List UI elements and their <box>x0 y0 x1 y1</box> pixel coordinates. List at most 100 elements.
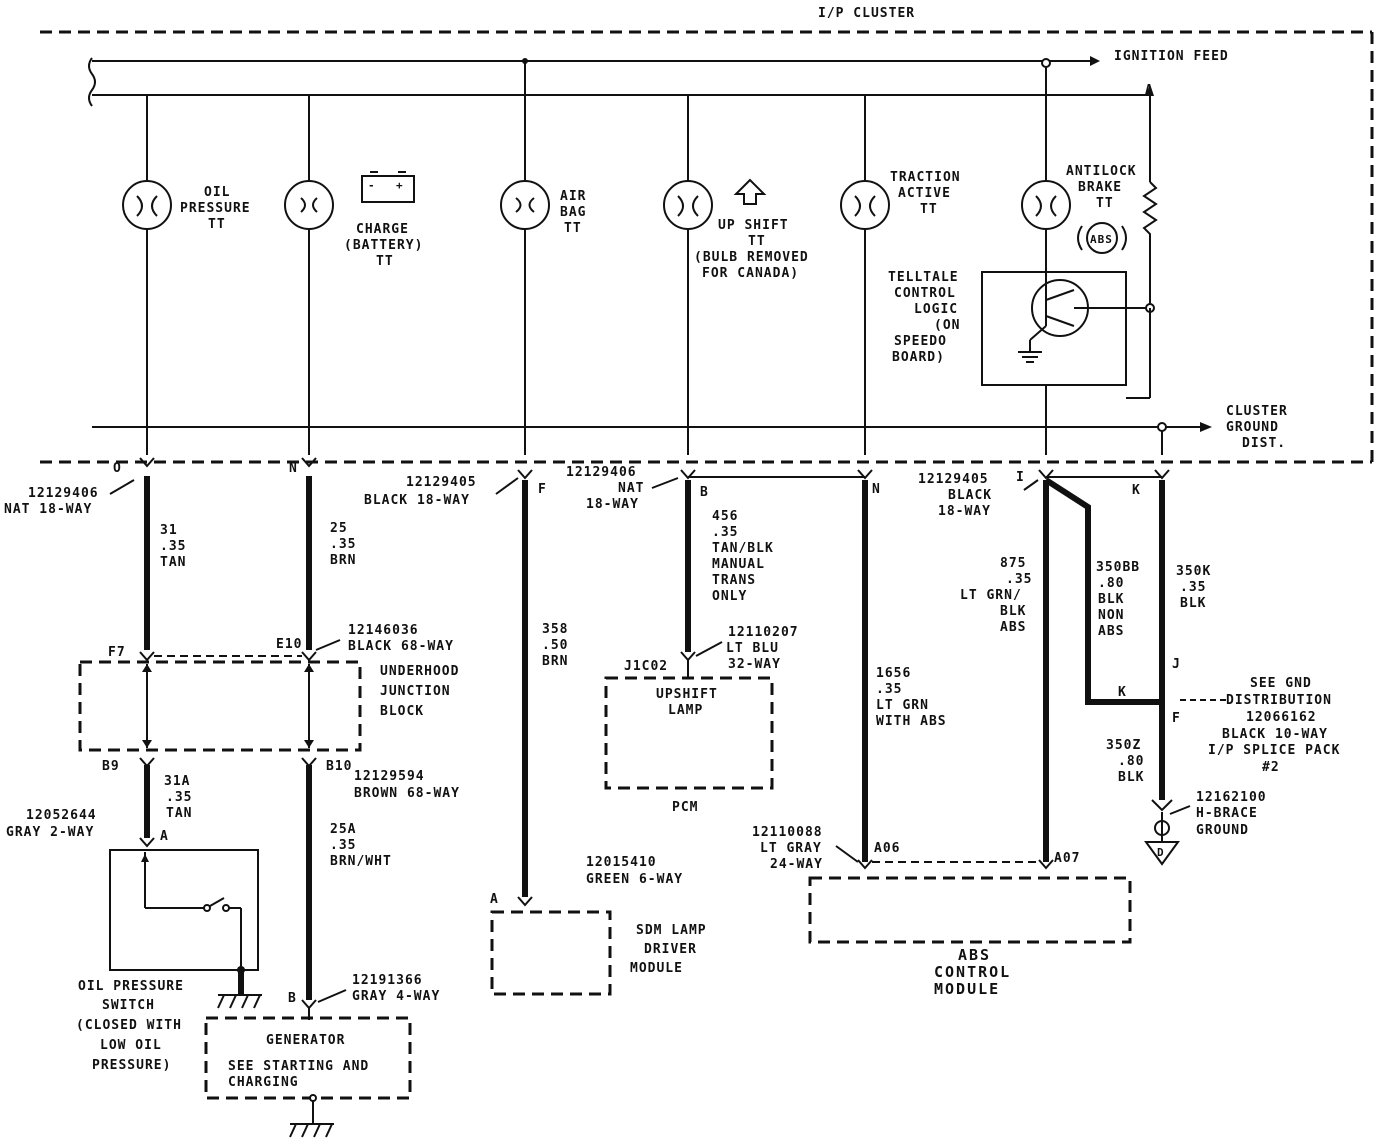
c6-leader <box>1023 479 1039 491</box>
abs-l3: MODULE <box>934 980 1000 998</box>
pcm-name: PCM <box>672 800 698 815</box>
abs-l2: CONTROL <box>934 963 1011 981</box>
ground-conn-l1: 12162100 <box>1196 790 1267 805</box>
oil-pressure-switch <box>109 837 262 1009</box>
traction-lamp-l3: TT <box>920 202 938 217</box>
svg-text:-: - <box>368 179 376 192</box>
w350bb-l2: .80 <box>1098 576 1124 591</box>
w350z-l2: .80 <box>1118 754 1144 769</box>
point-a-label: A <box>1145 83 1154 98</box>
c6-l1: 12129405 <box>918 472 989 487</box>
w875-l5: ABS <box>1000 620 1026 635</box>
oil-lamp-l3: TT <box>208 217 226 232</box>
w31a-l1: 31A <box>164 774 190 789</box>
generator <box>204 999 412 1138</box>
traction-lamp-l2: ACTIVE <box>898 186 951 201</box>
abs-leader <box>835 845 859 863</box>
jb-leader <box>315 639 341 651</box>
w25-l1: 25 <box>330 521 348 536</box>
upshift-lamp-l3: (BULB REMOVED <box>694 250 809 265</box>
c6-l2: BLACK <box>948 488 992 503</box>
sdm-l1: SDM LAMP <box>636 923 707 938</box>
c4-leader <box>651 477 679 489</box>
cluster-ground-bus <box>92 422 1212 455</box>
charge-lamp-l2: (BATTERY) <box>344 238 423 253</box>
c6-pin-i: I <box>1016 470 1025 485</box>
sdm-conn-l1: 12015410 <box>586 855 657 870</box>
cluster-ground-l1: CLUSTER <box>1226 404 1288 419</box>
w350bb-l3: BLK <box>1098 592 1124 607</box>
w456-l4: MANUAL <box>712 557 765 572</box>
ignition-feed-label: IGNITION FEED <box>1114 49 1229 64</box>
abs-lamp-l1: ANTILOCK <box>1066 164 1137 179</box>
w358-l3: BRN <box>542 654 568 669</box>
jb-label-l1: UNDERHOOD <box>380 664 459 679</box>
charge-lamp-l3: TT <box>376 254 394 269</box>
w350bb-l1: 350BB <box>1096 560 1140 575</box>
w875-l2: .35 <box>1006 572 1032 587</box>
oil-switch-l1: OIL PRESSURE <box>78 979 184 994</box>
w875-l4: BLK <box>1000 604 1026 619</box>
abs-pin-a07: A07 <box>1054 851 1080 866</box>
pcm-box-l1: UPSHIFT <box>656 687 718 702</box>
wire-break <box>88 57 96 107</box>
c1-l1: 12129406 <box>28 486 99 501</box>
pcm-leader <box>695 641 723 657</box>
oil-switch-l3: (CLOSED WITH <box>76 1018 182 1033</box>
upshift-lamp <box>663 95 713 455</box>
pcm-module <box>604 651 774 790</box>
airbag-lamp-l2: BAG <box>560 205 586 220</box>
w31-l2: .35 <box>160 539 186 554</box>
sdm-lamp-driver-module <box>490 896 612 996</box>
ground-conn-l3: GROUND <box>1196 823 1249 838</box>
oil-switch-conn-l2: GRAY 2-WAY <box>6 825 94 840</box>
logic-l4: (ON <box>934 318 960 333</box>
pcm-box-l2: LAMP <box>668 703 703 718</box>
c4-l2: NAT <box>618 481 644 496</box>
sdm-l2: DRIVER <box>644 942 697 957</box>
oil-switch-pin: A <box>160 829 169 844</box>
w350k-l3: BLK <box>1180 596 1206 611</box>
abs-pin-a06: A06 <box>874 841 900 856</box>
abs-conn-l3: 24-WAY <box>770 857 823 872</box>
oil-switch-conn-l1: 12052644 <box>26 808 97 823</box>
abs-symbol-text: ABS <box>1090 233 1113 246</box>
c1-pin: O <box>113 461 122 476</box>
w1656-l2: .35 <box>876 682 902 697</box>
h-brace-ground <box>1144 799 1180 866</box>
generator-conn-l1: 12191366 <box>352 973 423 988</box>
w25-l2: .35 <box>330 537 356 552</box>
c2-pin: N <box>289 461 298 476</box>
c4-pin: B <box>700 485 709 500</box>
oil-lamp-l1: OIL <box>204 185 230 200</box>
sdm-l3: MODULE <box>630 961 683 976</box>
underhood-junction-block <box>78 651 362 768</box>
airbag-lamp-l3: TT <box>564 221 582 236</box>
oil-switch-l2: SWITCH <box>102 998 155 1013</box>
battery-icon: - + <box>361 171 415 203</box>
pcm-pin: J1C02 <box>624 659 668 674</box>
charge-lamp-l1: CHARGE <box>356 222 409 237</box>
splice-l3: 12066162 <box>1246 710 1317 725</box>
w31a-l2: .35 <box>166 790 192 805</box>
w456-l2: .35 <box>712 525 738 540</box>
telltale-control-logic <box>981 271 1155 455</box>
abs-control-module <box>808 859 1132 944</box>
antilock-brake-lamp <box>1021 67 1071 272</box>
c4-l1: 12129406 <box>566 465 637 480</box>
c3-l1: 12129405 <box>406 475 477 490</box>
ip-cluster-boundary <box>40 30 1374 464</box>
oil-switch-l5: PRESSURE) <box>92 1058 171 1073</box>
c1-l2: NAT 18-WAY <box>4 502 92 517</box>
pcm-conn-l1: 12110207 <box>728 625 799 640</box>
w25a-l2: .35 <box>330 838 356 853</box>
cluster-ground-l2: GROUND <box>1226 420 1279 435</box>
jb-conn2-l2: BROWN 68-WAY <box>354 786 460 801</box>
c3-pin: F <box>538 482 547 497</box>
c1-leader <box>109 479 135 495</box>
jb-label-l3: BLOCK <box>380 704 424 719</box>
sdm-pin: A <box>490 892 499 907</box>
pcm-conn-l2: LT BLU <box>726 641 779 656</box>
splice-pin-k: K <box>1118 685 1127 700</box>
abs-lamp-l2: BRAKE <box>1078 180 1122 195</box>
